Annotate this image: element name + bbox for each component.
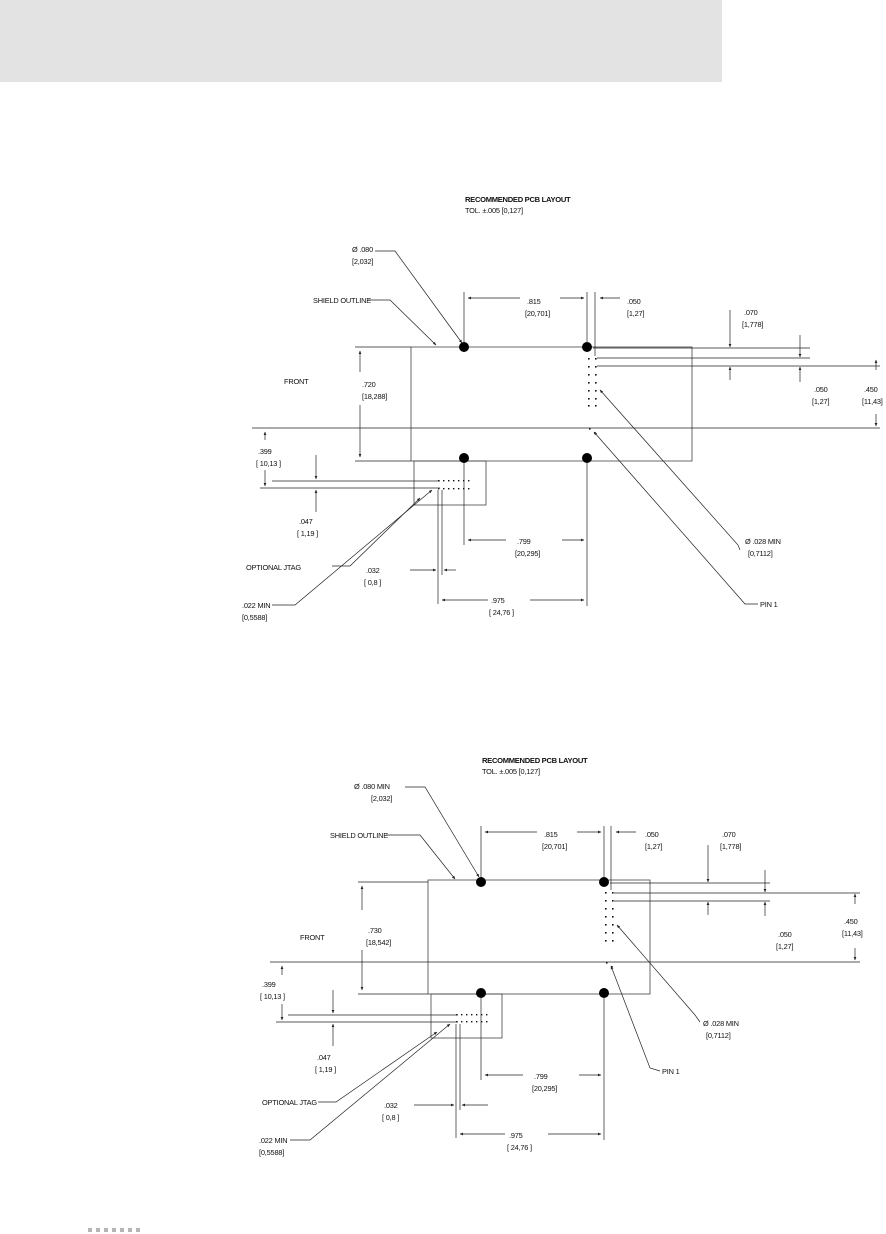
- optional-jtag-label: OPTIONAL JTAG: [262, 1098, 317, 1107]
- dim-047-metric: [ 1,19 ]: [297, 529, 318, 538]
- dim-815-metric: [20,701]: [542, 842, 567, 851]
- shield-outline-label: SHIELD OUTLINE: [313, 296, 371, 305]
- dim-032-metric: [ 0,8 ]: [364, 578, 381, 587]
- dim-450: .450: [864, 385, 878, 394]
- jtag-hole-diameter: .022 MIN: [242, 601, 270, 610]
- layout-tolerance: TOL. ±.005 [0,127]: [465, 206, 523, 215]
- dim-047: .047: [317, 1053, 331, 1062]
- pin-diameter-label: Ø .028 MIN: [745, 537, 781, 546]
- mounting-hole: [476, 877, 486, 887]
- dim-975-metric: [ 24,76 ]: [507, 1143, 532, 1152]
- layout-title: RECOMMENDED PCB LAYOUT: [465, 195, 571, 204]
- hole-diameter-metric: [2,032]: [371, 794, 392, 803]
- dim-799: .799: [534, 1072, 548, 1081]
- dim-975-metric: [ 24,76 ]: [489, 608, 514, 617]
- dim-047: .047: [299, 517, 313, 526]
- dim-399-metric: [ 10,13 ]: [260, 992, 285, 1001]
- dim-799-metric: [20,295]: [532, 1084, 557, 1093]
- dim-height-metric: [18,542]: [366, 938, 391, 947]
- jtag-pin-array: [438, 480, 470, 490]
- layout-title: RECOMMENDED PCB LAYOUT: [482, 756, 588, 765]
- pin-diameter-metric: [0,7112]: [706, 1031, 731, 1040]
- jtag-outline-box: [413, 460, 487, 506]
- jtag-hole-diameter-metric: [0,5588]: [242, 613, 267, 622]
- dim-050-right-metric: [1,27]: [776, 942, 793, 951]
- header-band: [0, 0, 722, 82]
- dim-032-metric: [ 0,8 ]: [382, 1113, 399, 1122]
- dim-070: .070: [744, 308, 758, 317]
- hole-diameter-metric: [2,032]: [352, 257, 373, 266]
- front-label: FRONT: [284, 377, 309, 386]
- dim-050-right: .050: [814, 385, 828, 394]
- footer-dots: [88, 1228, 140, 1232]
- dim-height: .720: [362, 380, 376, 389]
- mounting-hole: [582, 342, 592, 352]
- layout-tolerance: TOL. ±.005 [0,127]: [482, 767, 540, 776]
- dim-399-metric: [ 10,13 ]: [256, 459, 281, 468]
- dim-070-metric: [1,778]: [742, 320, 763, 329]
- dim-799-metric: [20,295]: [515, 549, 540, 558]
- dim-815: .815: [544, 830, 558, 839]
- dim-047-metric: [ 1,19 ]: [315, 1065, 336, 1074]
- pcb-layout-drawing-1: RECOMMENDED PCB LAYOUT TOL. ±.005 [0,127…: [242, 195, 883, 622]
- dim-050-top: .050: [645, 830, 659, 839]
- dim-450: .450: [844, 917, 858, 926]
- dim-450-metric: [11,43]: [842, 929, 863, 938]
- shield-outline-box: [410, 346, 693, 462]
- optional-jtag-label: OPTIONAL JTAG: [246, 563, 301, 572]
- dim-399: .399: [258, 447, 272, 456]
- mounting-hole: [599, 877, 609, 887]
- dim-height-metric: [18,288]: [362, 392, 387, 401]
- dim-032: .032: [366, 566, 380, 575]
- pcb-layout-drawing-2: RECOMMENDED PCB LAYOUT TOL. ±.005 [0,127…: [259, 756, 863, 1157]
- dim-815: .815: [527, 297, 541, 306]
- dim-799: .799: [517, 537, 531, 546]
- dim-070: .070: [722, 830, 736, 839]
- hole-diameter-label: Ø .080: [352, 245, 373, 254]
- dim-975: .975: [491, 596, 505, 605]
- jtag-hole-diameter-metric: [0,5588]: [259, 1148, 284, 1157]
- dim-070-metric: [1,778]: [720, 842, 741, 851]
- mounting-hole: [459, 453, 469, 463]
- dim-050-right: .050: [778, 930, 792, 939]
- dim-050-top-metric: [1,27]: [645, 842, 662, 851]
- front-label: FRONT: [300, 933, 325, 942]
- connector-pin-array: [605, 892, 614, 968]
- pin1-label: PIN 1: [662, 1067, 680, 1076]
- jtag-pin-array: [456, 1014, 488, 1023]
- hole-diameter-label: Ø .080 MIN: [354, 782, 390, 791]
- mounting-hole: [582, 453, 592, 463]
- dim-050-top: .050: [627, 297, 641, 306]
- dim-height: .730: [368, 926, 382, 935]
- dim-399: .399: [262, 980, 276, 989]
- dim-050-right-metric: [1,27]: [812, 397, 829, 406]
- dim-815-metric: [20,701]: [525, 309, 550, 318]
- dim-050-top-metric: [1,27]: [627, 309, 644, 318]
- mounting-hole: [459, 342, 469, 352]
- dim-032: .032: [384, 1101, 398, 1110]
- dim-975: .975: [509, 1131, 523, 1140]
- shield-outline-box: [427, 879, 651, 995]
- mounting-hole: [599, 988, 609, 998]
- mounting-hole: [476, 988, 486, 998]
- dim-450-metric: [11,43]: [862, 397, 883, 406]
- pin-diameter-metric: [0,7112]: [748, 549, 773, 558]
- shield-outline-label: SHIELD OUTLINE: [330, 831, 388, 840]
- jtag-outline-box: [430, 993, 503, 1039]
- jtag-hole-diameter: .022 MIN: [259, 1136, 287, 1145]
- pin-diameter-label: Ø .028 MIN: [703, 1019, 739, 1028]
- pin1-label: PIN 1: [760, 600, 778, 609]
- connector-pin-array: [588, 358, 597, 434]
